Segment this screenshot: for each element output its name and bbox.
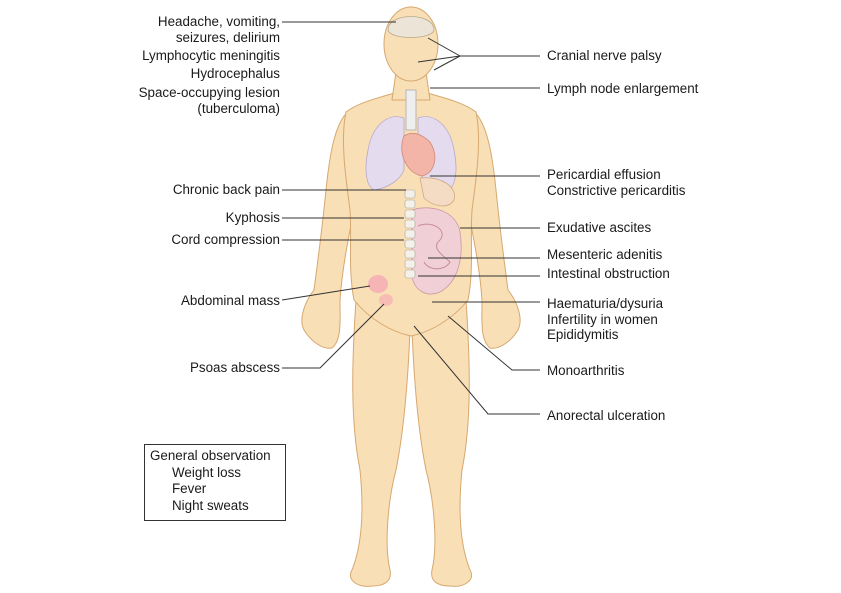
anorectal-label: Anorectal ulceration <box>547 408 666 423</box>
hydrocephalus-label: Hydrocephalus <box>190 66 280 81</box>
kyphosis-label: Kyphosis <box>225 210 280 225</box>
psoas-highlight <box>379 294 393 306</box>
obstruction-label: Intestinal obstruction <box>547 266 670 281</box>
internal-organs <box>365 16 462 306</box>
ascites-label: Exudative ascites <box>547 220 652 235</box>
pericardial-label: Pericardial effusion Constrictive perica… <box>547 167 686 198</box>
left-lung <box>365 116 405 191</box>
abdominal-mass-label: Abdominal mass <box>181 293 280 308</box>
general-observation-box: General observation Weight loss Fever Ni… <box>144 444 286 521</box>
bowel <box>411 207 462 295</box>
trachea <box>405 89 417 131</box>
cord-compression-label: Cord compression <box>171 232 280 247</box>
monoarthritis-label: Monoarthritis <box>547 363 625 378</box>
tuberculoma-label: Space-occupying lesion (tuberculoma) <box>138 85 280 116</box>
right-leg <box>411 299 472 587</box>
head-symptoms-label: Headache, vomiting, seizures, delirium <box>157 14 280 45</box>
psoas-abscess-label: Psoas abscess <box>189 360 280 375</box>
heart <box>401 132 436 177</box>
weight-loss-item: Weight loss <box>172 464 241 480</box>
genitourinary-label: Haematuria/dysuria Infertility in women … <box>547 296 664 342</box>
back-pain-label: Chronic back pain <box>172 182 280 197</box>
fever-item: Fever <box>172 481 207 496</box>
adenitis-label: Mesenteric adenitis <box>547 247 663 262</box>
leader-lines <box>281 21 540 415</box>
meningitis-label: Lymphocytic meningitis <box>142 48 280 63</box>
stomach <box>419 177 455 207</box>
abdominal-mass-highlight <box>368 275 388 293</box>
spine <box>404 189 416 279</box>
cranial-nerve-label: Cranial nerve palsy <box>547 48 662 63</box>
small-bowel-loops <box>417 223 451 270</box>
lymph-node-label: Lymph node enlargement <box>547 81 699 96</box>
brain <box>387 16 435 38</box>
night-sweats-item: Night sweats <box>172 497 249 513</box>
general-observation-title: General observation <box>150 448 271 463</box>
left-leg <box>350 299 411 587</box>
